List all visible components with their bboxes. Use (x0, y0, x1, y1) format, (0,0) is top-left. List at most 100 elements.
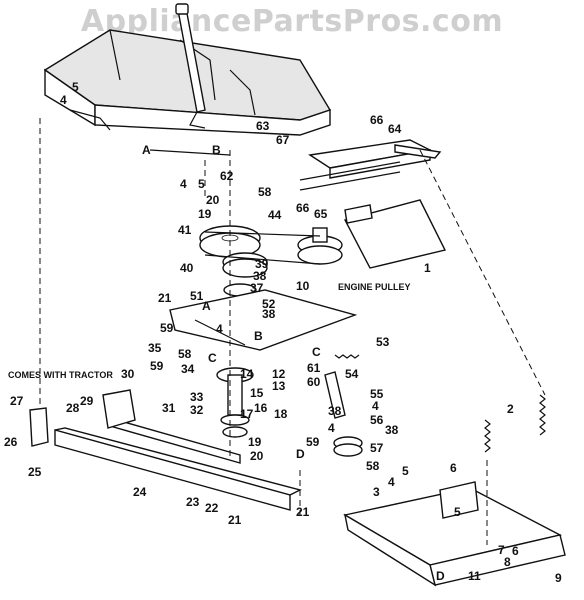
lower-bar (54, 427, 302, 511)
callout-4: 4 (388, 475, 395, 489)
callout-34: 34 (181, 362, 195, 376)
callout-37: 37 (250, 281, 264, 295)
callout-59: 59 (306, 435, 320, 449)
comes-with-tractor-note: COMES WITH TRACTOR (8, 370, 113, 380)
callout-44: 44 (268, 208, 282, 222)
callout-51: 51 (190, 289, 204, 303)
callout-17: 17 (240, 407, 254, 421)
ref-b: B (254, 329, 263, 343)
callout-63: 63 (256, 119, 270, 133)
callout-3: 3 (373, 485, 380, 499)
callout-8: 8 (504, 555, 511, 569)
bracket-30 (102, 389, 136, 429)
callout-4: 4 (60, 93, 67, 107)
callout-22: 22 (205, 501, 219, 515)
callout-57: 57 (370, 441, 384, 455)
callout-52: 52 (262, 297, 276, 311)
callout-55: 55 (370, 387, 384, 401)
callout-59: 59 (150, 359, 164, 373)
callout-labels: 1 2 3 4 4 4 4 4 4 5 5 5 5 6 6 7 8 9 10 1… (4, 80, 562, 585)
callout-16: 16 (254, 401, 268, 415)
callout-25: 25 (28, 465, 42, 479)
middle-plate (169, 289, 358, 351)
callout-23: 23 (186, 495, 200, 509)
upper-frame (43, 29, 332, 136)
callout-6: 6 (450, 461, 457, 475)
watermark: AppliancePartsPros.com (80, 4, 504, 39)
callout-1: 1 (424, 261, 431, 275)
callout-56: 56 (370, 413, 384, 427)
callout-5: 5 (454, 505, 461, 519)
callout-28: 28 (66, 401, 80, 415)
shield-plate (343, 199, 447, 269)
callout-40: 40 (180, 261, 194, 275)
ref-a: A (142, 143, 151, 157)
leader-lines (149, 149, 301, 515)
callout-58: 58 (178, 347, 192, 361)
callout-20: 20 (206, 193, 220, 207)
callout-38: 38 (385, 423, 399, 437)
clutch-spindle (216, 367, 254, 438)
callout-7: 7 (498, 543, 505, 557)
callout-38: 38 (262, 307, 276, 321)
callout-18: 18 (274, 407, 288, 421)
callout-26: 26 (4, 435, 18, 449)
callout-4: 4 (216, 322, 223, 336)
ref-c: C (208, 351, 217, 365)
springs (419, 149, 546, 545)
pulleys (199, 225, 343, 297)
callout-27: 27 (10, 394, 24, 408)
callout-30: 30 (121, 367, 135, 381)
callout-21: 21 (296, 505, 310, 519)
callout-9: 9 (555, 571, 562, 585)
ref-d: D (296, 447, 305, 461)
callout-64: 64 (388, 122, 402, 136)
callout-58: 58 (366, 459, 380, 473)
callout-21: 21 (158, 291, 172, 305)
callout-32: 32 (190, 403, 204, 417)
callout-2: 2 (507, 402, 514, 416)
bottom-right-frame (343, 481, 566, 587)
callout-31: 31 (162, 401, 176, 415)
callout-61: 61 (307, 361, 321, 375)
idler-arm (324, 354, 363, 457)
callout-62: 62 (220, 169, 234, 183)
callout-66: 66 (296, 201, 310, 215)
bracket-26 (29, 118, 49, 447)
callout-15: 15 (250, 386, 264, 400)
callout-19: 19 (198, 207, 212, 221)
callout-67: 67 (276, 133, 290, 147)
callout-59: 59 (160, 321, 174, 335)
callout-6: 6 (512, 544, 519, 558)
callout-65: 65 (314, 207, 328, 221)
callout-11: 11 (468, 569, 481, 583)
callout-38: 38 (328, 404, 342, 418)
ref-b: B (212, 143, 221, 157)
callout-20: 20 (250, 449, 264, 463)
callout-35: 35 (148, 341, 162, 355)
callout-38: 38 (253, 269, 267, 283)
right-rod-assembly (299, 139, 442, 191)
callout-10: 10 (296, 279, 310, 293)
callout-13: 13 (272, 379, 286, 393)
callout-5: 5 (198, 177, 205, 191)
ref-d: D (436, 569, 445, 583)
callout-29: 29 (80, 394, 94, 408)
callout-4: 4 (372, 399, 379, 413)
callout-21: 21 (228, 513, 242, 527)
callout-33: 33 (190, 390, 204, 404)
engine-pulley-note: ENGINE PULLEY (338, 282, 411, 292)
callout-58: 58 (258, 185, 272, 199)
callout-4: 4 (328, 421, 335, 435)
ref-a: A (202, 299, 211, 313)
callout-41: 41 (178, 223, 192, 237)
lever-handle (175, 3, 206, 129)
callout-24: 24 (133, 485, 147, 499)
ref-c: C (312, 345, 321, 359)
callout-14: 14 (240, 367, 254, 381)
callout-4: 4 (180, 177, 187, 191)
callout-5: 5 (402, 464, 409, 478)
callout-5: 5 (72, 80, 79, 94)
